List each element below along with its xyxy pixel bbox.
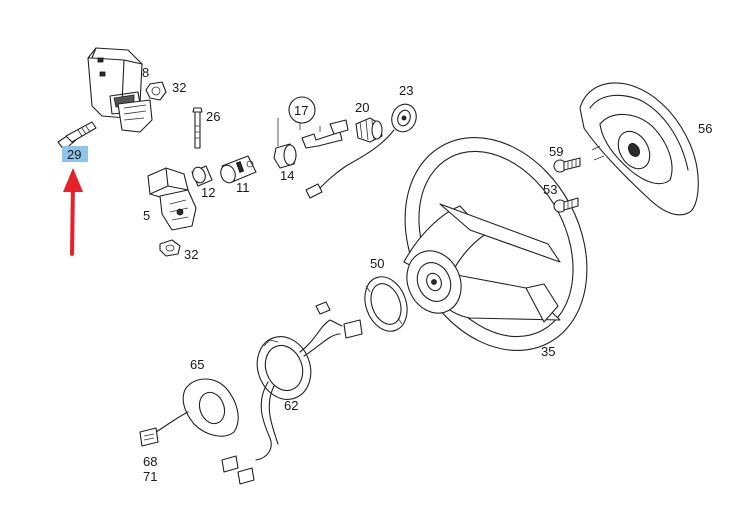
part-5-ignition-switch — [147, 167, 197, 231]
callout-32-bottom: 32 — [184, 247, 198, 262]
callout-26: 26 — [206, 109, 220, 124]
callout-23: 23 — [399, 83, 413, 98]
callout-32-top: 32 — [172, 80, 186, 95]
callout-29-highlight — [62, 146, 88, 162]
part-35-steering-wheel — [403, 136, 588, 352]
part-62-clock-spring — [221, 301, 363, 485]
part-65-plate — [139, 378, 239, 447]
part-59-screw — [553, 157, 581, 173]
callout-29: 29 — [67, 147, 81, 162]
part-32-nut-top — [145, 81, 167, 101]
part-20-bellows — [355, 117, 383, 143]
callout-11: 11 — [236, 180, 250, 195]
part-32-nut-bottom — [159, 239, 181, 257]
callout-20: 20 — [355, 100, 369, 115]
part-56-airbag-module — [579, 82, 699, 216]
callout-17: 17 — [294, 103, 308, 118]
callout-65: 65 — [190, 357, 204, 372]
part-50-contact-ring — [364, 276, 408, 332]
part-26-pin — [192, 107, 203, 149]
callout-68: 68 — [143, 454, 157, 469]
red-arrow-icon — [63, 168, 83, 256]
part-17-keys — [277, 118, 349, 149]
callout-56: 56 — [698, 121, 712, 136]
part-11-lock-cylinder — [220, 155, 257, 184]
callout-14: 14 — [280, 168, 294, 183]
part-12-sleeve — [191, 165, 213, 187]
callout-50: 50 — [370, 256, 384, 271]
callout-59: 59 — [549, 144, 563, 159]
callout-labels: 8 32 29 26 17 20 23 14 12 11 5 32 56 59 … — [67, 65, 712, 484]
callout-53: 53 — [543, 182, 557, 197]
callout-71: 71 — [143, 469, 157, 484]
part-29-bolt — [57, 121, 97, 151]
callout-12: 12 — [201, 185, 215, 200]
callout-5: 5 — [143, 208, 150, 223]
callout-35: 35 — [541, 344, 555, 359]
part-23-sensor — [305, 103, 417, 199]
callout-62: 62 — [284, 398, 298, 413]
callout-8: 8 — [142, 65, 149, 80]
part-53-screw — [553, 197, 579, 213]
part-14-cap — [273, 143, 297, 169]
callout-17-circle — [288, 96, 316, 124]
part-8-lock-housing — [87, 47, 153, 133]
